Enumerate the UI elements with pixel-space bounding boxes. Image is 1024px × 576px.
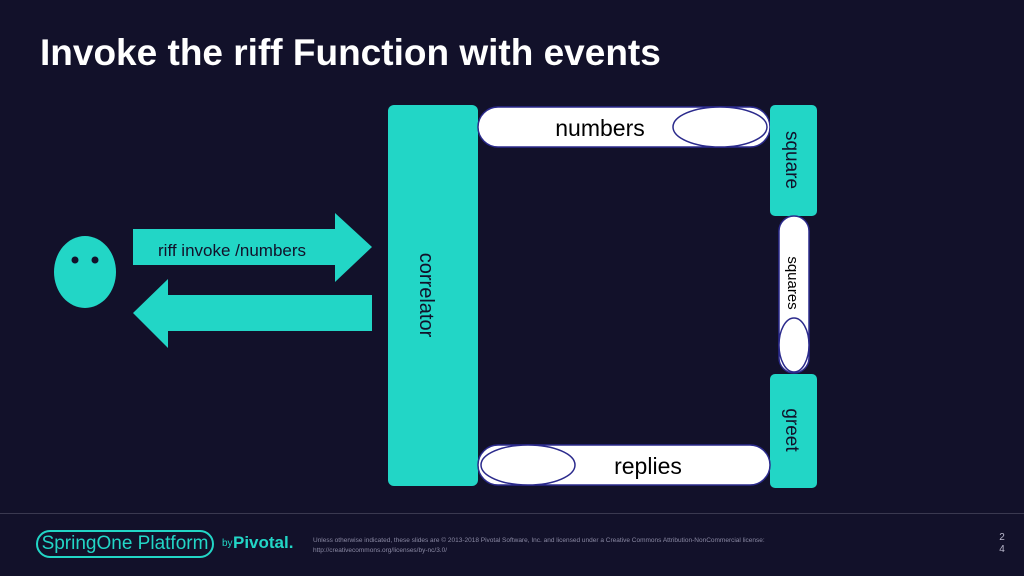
request-arrow — [133, 213, 372, 282]
replies-topic-label: replies — [614, 453, 682, 479]
greet-function-label: greet — [781, 408, 802, 452]
replies-topic — [477, 444, 771, 486]
square-function-box — [770, 105, 817, 216]
by-text: by — [222, 538, 233, 549]
numbers-topic-label: numbers — [555, 115, 644, 141]
squares-topic — [778, 215, 810, 374]
square-function-label: square — [781, 131, 802, 189]
footer-divider — [0, 513, 1024, 514]
pivotal-logo: Pivotal. — [233, 533, 294, 552]
correlator-label: correlator — [415, 253, 437, 338]
squares-topic-label: squares — [784, 256, 801, 309]
page-number: 2 4 — [999, 532, 1005, 555]
springone-platform-logo: SpringOne Platform — [36, 530, 214, 558]
slide-title: Invoke the riff Function with events — [40, 32, 661, 73]
user-face-icon — [54, 236, 116, 308]
numbers-topic — [477, 106, 771, 148]
greet-function-box — [770, 374, 817, 488]
request-label: riff invoke /numbers — [158, 241, 306, 260]
response-arrow — [133, 279, 372, 348]
license-notice: Unless otherwise indicated, these slides… — [313, 537, 765, 554]
correlator-box — [388, 105, 478, 486]
